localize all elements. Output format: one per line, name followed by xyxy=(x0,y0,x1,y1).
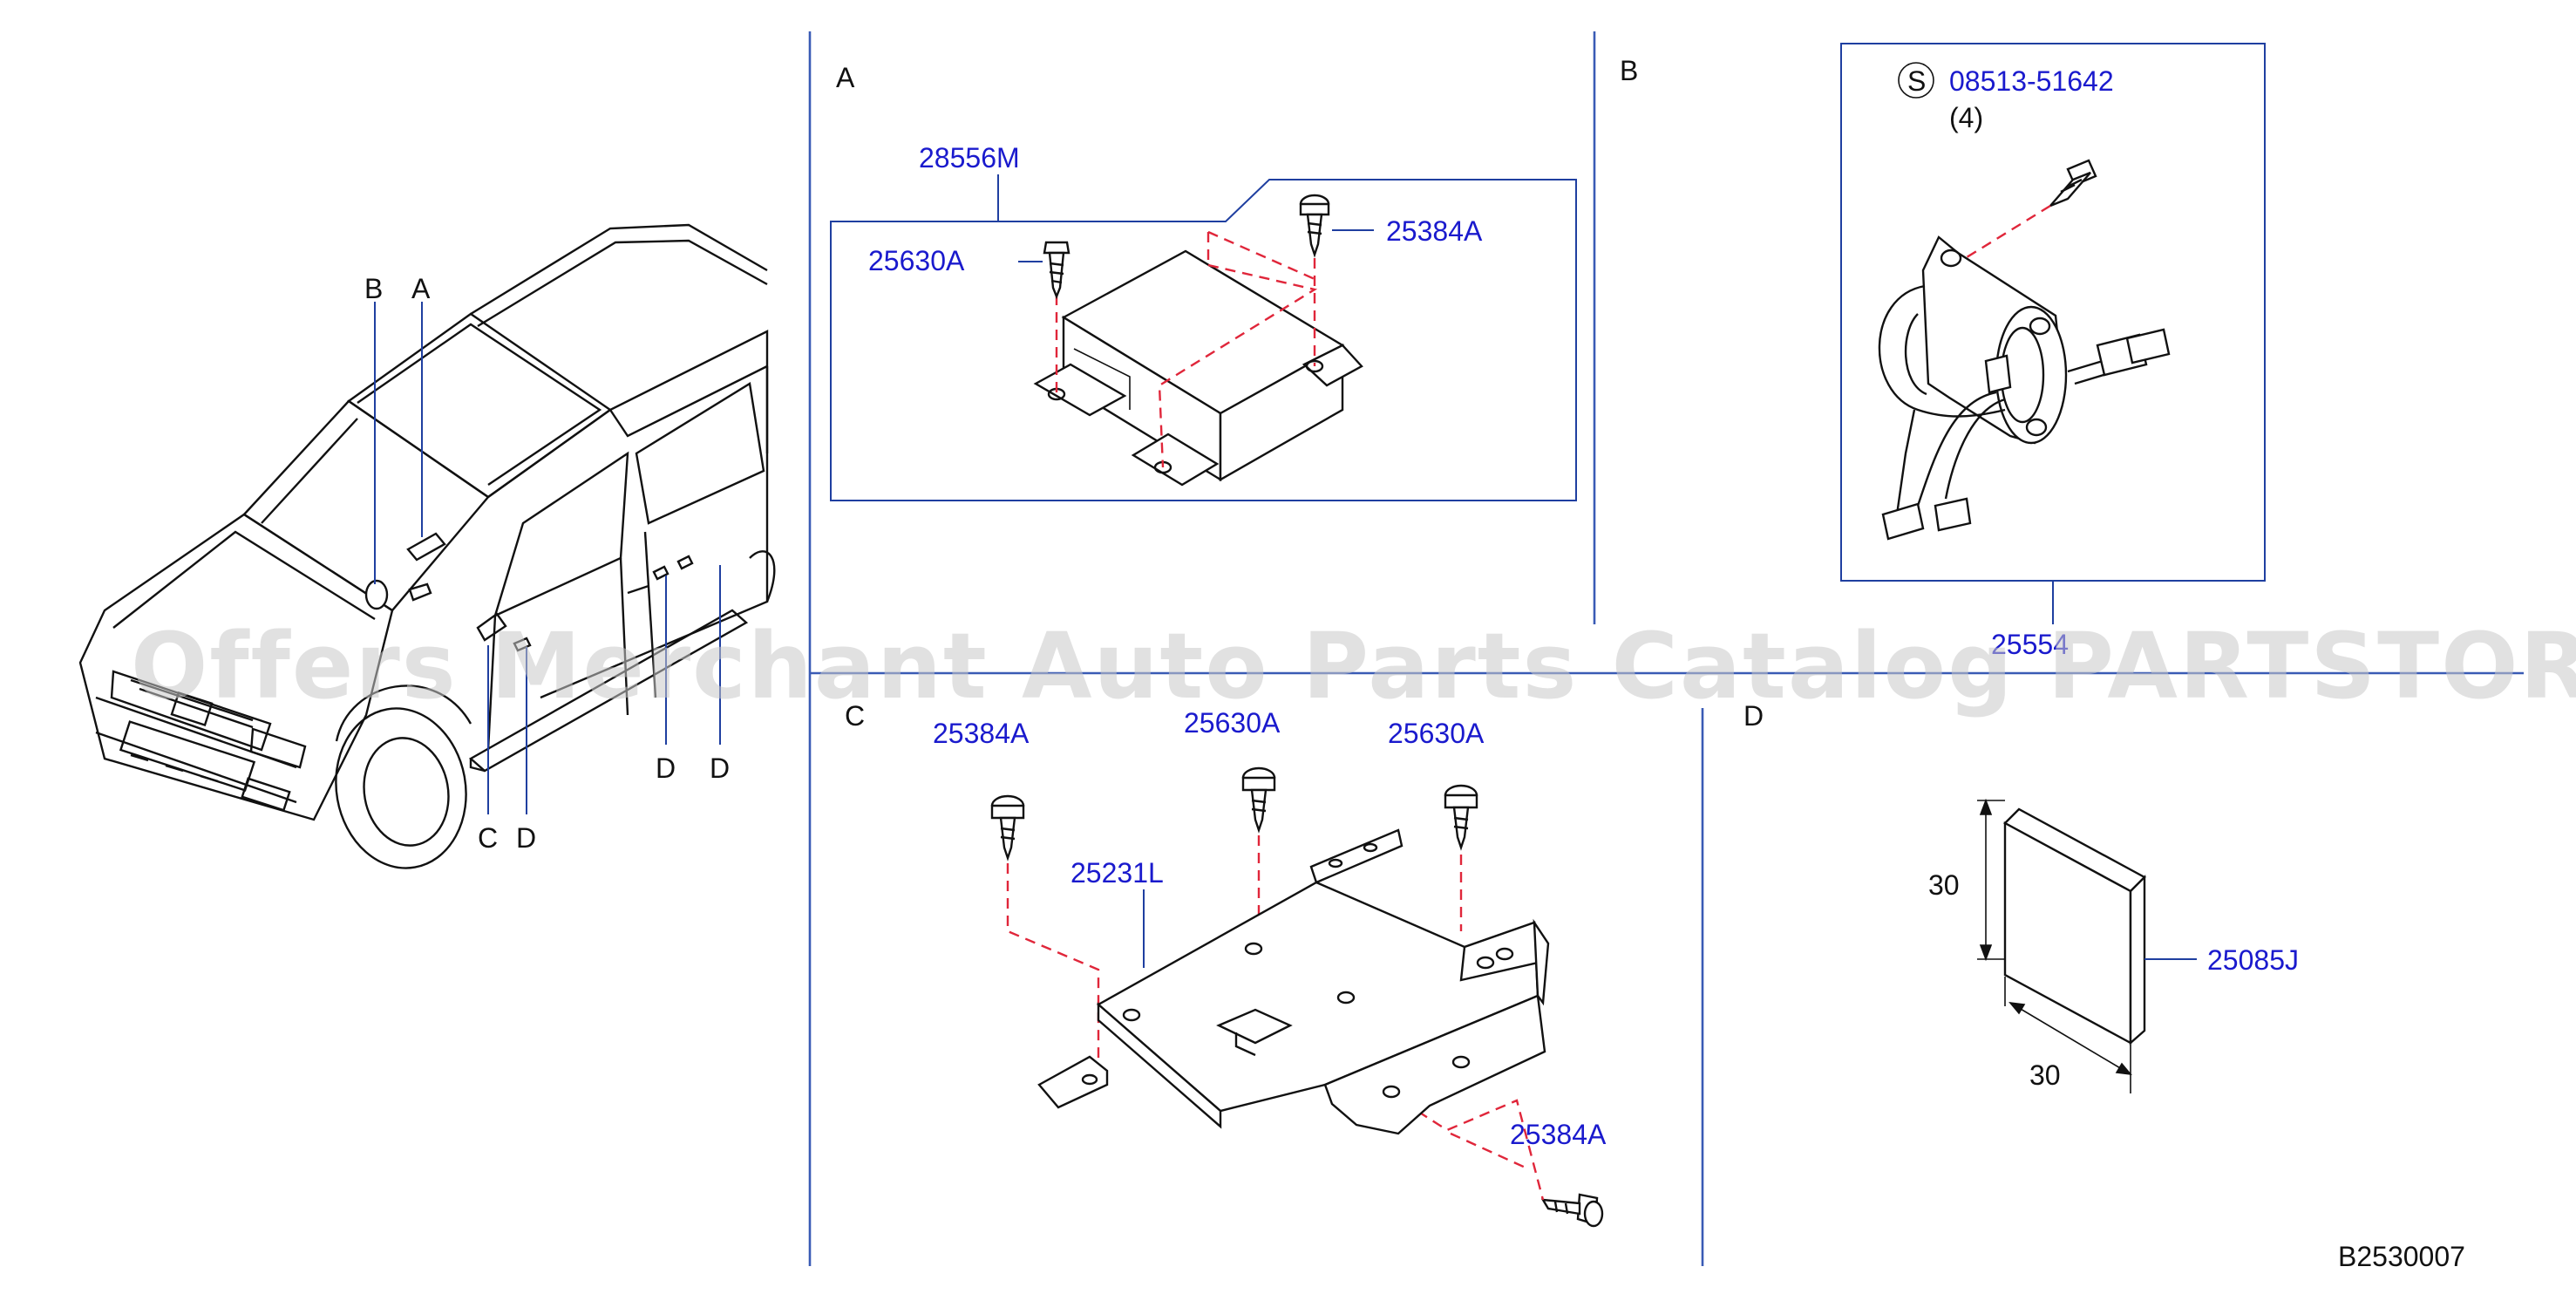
vehicle-callout-c: C xyxy=(478,822,498,854)
vehicle-callout-b: B xyxy=(364,273,383,304)
pad-25085j xyxy=(2003,807,2146,1045)
screw-quantity: (4) xyxy=(1949,102,1983,133)
vehicle-callout-d-2: D xyxy=(656,753,676,784)
part-number-25384a-c1[interactable]: 25384A xyxy=(933,718,1030,749)
part-number-25085j[interactable]: 25085J xyxy=(2207,944,2299,976)
section-a-guides xyxy=(1055,230,1318,468)
s-symbol-circle xyxy=(1898,62,1934,99)
bolt-c4 xyxy=(1540,1193,1604,1228)
part-number-25384a-c4[interactable]: 25384A xyxy=(1510,1119,1607,1150)
dimension-vertical: 30 xyxy=(1928,869,1960,901)
s-symbol: S xyxy=(1907,65,1926,97)
dimension-lines xyxy=(1977,798,2132,1093)
vehicle-leader-lines xyxy=(374,302,721,814)
bolt-c1 xyxy=(990,794,1025,862)
section-label-c: C xyxy=(845,700,865,732)
section-a-frame xyxy=(830,179,1577,501)
vehicle-callout-d-3: D xyxy=(710,753,730,784)
screw-guide xyxy=(1959,204,2051,263)
bolt-25630a-a xyxy=(1043,241,1071,300)
part-number-25630a-c2[interactable]: 25630A xyxy=(1184,707,1281,739)
part-number-25384a-a[interactable]: 25384A xyxy=(1386,215,1483,247)
watermark: Offers Merchant Auto Parts Catalog PARTS… xyxy=(131,613,2576,719)
part-number-08513-51642[interactable]: 08513-51642 xyxy=(1949,65,2114,97)
part-number-25231l[interactable]: 25231L xyxy=(1071,857,1164,889)
part-number-25630a-c3[interactable]: 25630A xyxy=(1388,718,1485,749)
vehicle-callout-a: A xyxy=(411,273,431,304)
dimension-horizontal: 30 xyxy=(2029,1059,2061,1091)
bolt-25384a-a xyxy=(1299,194,1330,258)
screw-08513 xyxy=(2049,159,2097,208)
part-number-28556m[interactable]: 28556M xyxy=(919,142,1020,174)
part-number-25554[interactable]: 25554 xyxy=(1991,629,2069,660)
bolt-c3 xyxy=(1444,784,1478,851)
section-label-b: B xyxy=(1620,55,1638,86)
vehicle-illustration xyxy=(78,223,776,869)
diagram-code: B2530007 xyxy=(2338,1241,2465,1272)
section-label-d: D xyxy=(1743,700,1764,732)
part-number-25630a-a[interactable]: 25630A xyxy=(868,245,965,276)
bracket-25231l xyxy=(1037,828,1550,1135)
vehicle-callout-d-1: D xyxy=(516,822,536,854)
spiral-cable xyxy=(1878,235,2171,541)
section-label-a: A xyxy=(836,62,855,93)
section-b-frame xyxy=(1840,43,2266,582)
airbag-control-module xyxy=(1033,249,1363,487)
bolt-c2 xyxy=(1241,766,1276,834)
